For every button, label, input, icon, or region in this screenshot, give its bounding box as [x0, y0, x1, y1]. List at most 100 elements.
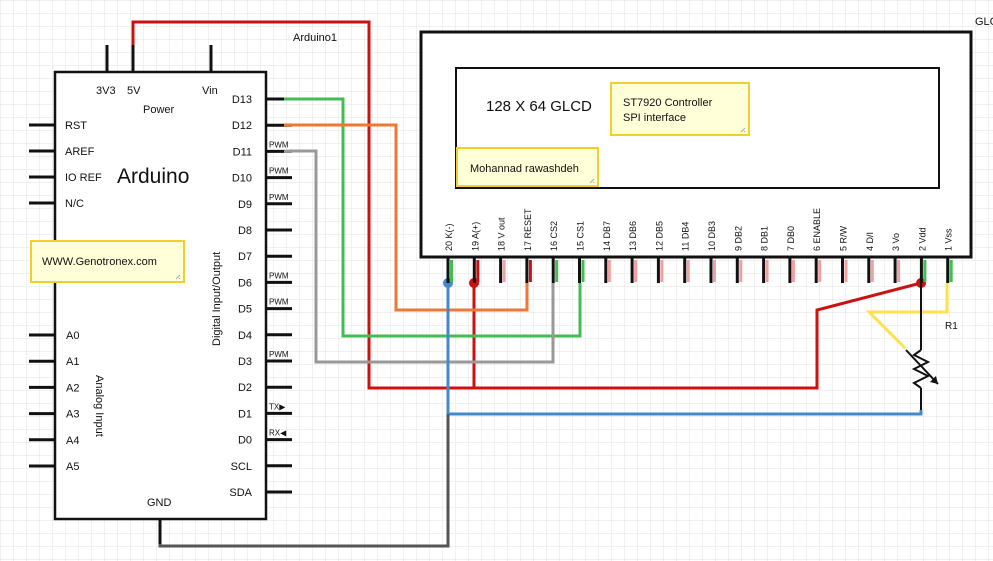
glcd-pin-label-9-db2: 9 DB2 [733, 226, 743, 251]
glcd-pin-marker [686, 260, 690, 282]
resize-grip-icon [175, 274, 181, 280]
arduino-gnd-label: GND [147, 497, 172, 509]
wire-vdd[interactable] [474, 281, 922, 390]
glcd-pin-label-4-d-i: 4 D/I [865, 232, 875, 251]
resize-grip-icon [740, 127, 746, 133]
pin-label-io-ref: IO REF [65, 172, 102, 184]
arduino-title: Arduino [117, 165, 189, 188]
pin-label-d12: D12 [232, 120, 252, 132]
glcd-pin-marker [607, 260, 611, 282]
glcd-pin-label-16-cs2: 16 CS2 [549, 221, 559, 251]
glcd-pin-marker [870, 260, 874, 282]
wires [131, 20, 949, 548]
pin-label-a5: A5 [66, 461, 79, 473]
glcd-pin-label-10-db3: 10 DB3 [707, 221, 717, 251]
pin-label-aref: AREF [65, 146, 95, 158]
arduino-digital-pins: D13D12D11PWMD10PWMD9PWMD8D7D6PWMD5PWMD4D… [229, 94, 292, 499]
note-author-box [456, 147, 599, 187]
pin-label-a0: A0 [66, 330, 79, 342]
pin-label-d5: D5 [238, 304, 252, 316]
arduino-part-label: Arduino1 [293, 32, 337, 44]
note-website-text: WWW.Genotronex.com [42, 256, 157, 268]
glcd-pin-label-13-db6: 13 DB6 [628, 221, 638, 251]
arrow-head-icon [930, 376, 938, 384]
pin-tag-d1: TX▶ [269, 402, 286, 411]
glcd-pin-marker [528, 260, 532, 282]
note-author-text: Mohannad rawashdeh [470, 163, 579, 175]
pin-label-scl: SCL [231, 461, 252, 473]
note-author[interactable]: Mohannad rawashdeh [456, 147, 599, 187]
glcd-pin-marker [791, 260, 795, 282]
wire-d13-cs1[interactable] [290, 97, 582, 338]
wire-d11-cs2[interactable] [290, 149, 555, 364]
arduino-power-label: Power [143, 104, 175, 116]
glcd-pin-label-2-vdd: 2 Vdd [917, 227, 927, 251]
pin-label-d13: D13 [232, 94, 252, 106]
glcd-pin-label-8-db1: 8 DB1 [760, 226, 770, 251]
glcd-pin-marker [634, 260, 638, 282]
pot-zigzag [911, 349, 931, 389]
wire-backlight-ground[interactable] [446, 283, 923, 416]
pin-label-d10: D10 [232, 173, 252, 185]
glcd-pin-marker [897, 260, 901, 282]
glcd-pin-marker [844, 260, 848, 282]
glcd-pin-marker [949, 260, 953, 282]
pin-tag-d11: PWM [269, 140, 289, 149]
glcd-pin-label-18-v-out: 18 V out [497, 217, 507, 251]
wire-vss-pot[interactable] [865, 283, 949, 350]
pin-label-d1: D1 [238, 408, 252, 420]
glcd-pin-marker [923, 260, 927, 282]
note-website[interactable]: WWW.Genotronex.com [30, 240, 185, 283]
glcd-part[interactable]: GLC 128 X 64 GLCD 20 K(-)19 A(+)18 V out… [419, 16, 993, 283]
glcd-part-label: GLC [975, 16, 993, 28]
glcd-pin-label-11-db4: 11 DB4 [681, 222, 691, 251]
glcd-pin-marker [660, 260, 664, 282]
glcd-title: 128 X 64 GLCD [486, 98, 592, 115]
glcd-pin-marker [476, 260, 480, 282]
pin-label-d9: D9 [238, 199, 252, 211]
glcd-pin-label-6-enable: 6 ENABLE [812, 208, 822, 251]
glcd-pin-marker [765, 260, 769, 282]
glcd-pin-label-12-db5: 12 DB5 [654, 221, 664, 251]
note-controller[interactable]: ST7920 Controller SPI interface [610, 82, 750, 136]
pot-wiper-arrow [905, 349, 939, 385]
note-controller-box [610, 82, 750, 136]
pin-tag-d3: PWM [269, 350, 289, 359]
glcd-pin-label-3-vo: 3 Vo [891, 233, 901, 251]
pin-label-n-c: N/C [65, 198, 84, 210]
pin-tag-d9: PWM [269, 193, 289, 202]
potentiometer-r1[interactable]: R1 [905, 283, 958, 410]
glcd-pin-marker [502, 260, 506, 282]
pin-label-d7: D7 [238, 251, 252, 263]
glcd-pin-marker [713, 260, 716, 282]
glcd-pin-label-17-reset: 17 RESET [523, 208, 533, 251]
pin-label-d11: D11 [233, 146, 252, 158]
pin-label-a2: A2 [66, 382, 79, 394]
wire-d12-reset[interactable] [290, 123, 529, 312]
pin-tag-d10: PWM [269, 167, 289, 176]
glcd-screen [455, 67, 940, 189]
glcd-pin-marker [555, 260, 559, 282]
glcd-pin-label-5-r-w: 5 R/W [839, 225, 849, 251]
pin-label-rst: RST [65, 120, 87, 132]
glcd-pin-marker [450, 260, 453, 282]
note-controller-line2: SPI interface [623, 112, 686, 124]
pin-label-vin: Vin [202, 85, 218, 97]
glcd-pin-label-20-k: 20 K(-) [444, 223, 454, 251]
pin-label-d8: D8 [238, 225, 252, 237]
wire-5v-power[interactable] [131, 20, 476, 390]
pin-label-d4: D4 [238, 330, 252, 342]
glcd-pin-marker [818, 260, 822, 282]
glcd-pin-label-7-db0: 7 DB0 [786, 226, 796, 251]
pin-label-d6: D6 [238, 277, 252, 289]
pin-label-a4: A4 [66, 435, 79, 447]
pin-label-a1: A1 [66, 356, 79, 368]
glcd-pin-label-15-cs1: 15 CS1 [576, 221, 586, 251]
glcd-pin-marker [739, 260, 743, 282]
